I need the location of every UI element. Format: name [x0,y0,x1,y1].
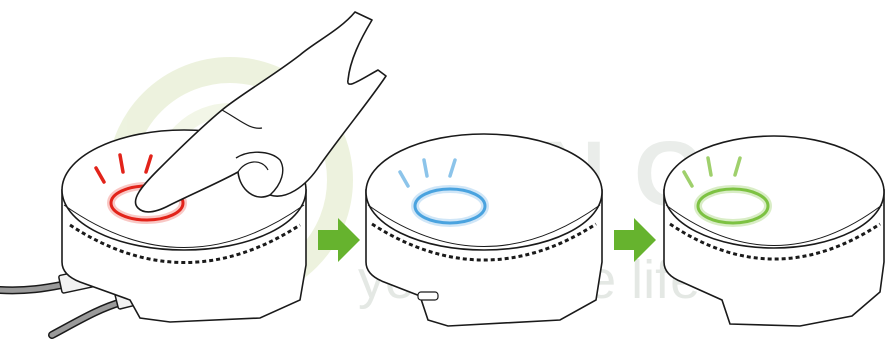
hub-top [664,136,884,248]
reset-port [418,292,438,300]
hub-top [366,134,602,250]
